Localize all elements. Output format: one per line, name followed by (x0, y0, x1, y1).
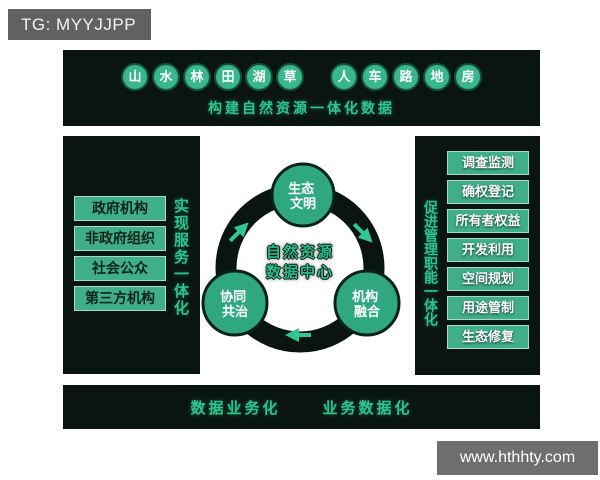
element-circle: 湖 (245, 63, 273, 91)
element-circle: 路 (392, 63, 420, 91)
corner-tag-label: TG: MYYJJPP (8, 9, 151, 40)
element-circle: 人 (330, 63, 358, 91)
bottom-banner-label: 业务数据化 (322, 399, 413, 417)
bottom-banner: 数据业务化 业务数据化 (63, 385, 540, 429)
service-box: 政府机构 (74, 196, 166, 221)
land-elements-group: 山 水 林 田 湖 草 (121, 63, 304, 91)
element-circle: 车 (361, 63, 389, 91)
cycle-diagram: 生态 文明 协同 共治 机构 融合 (201, 162, 401, 353)
top-banner: 山 水 林 田 湖 草 人 车 路 地 房 构建自然资源一体化数据 (63, 50, 540, 126)
management-box: 空间规划 (447, 267, 529, 291)
management-box: 生态修复 (447, 325, 529, 349)
hub-label: 自然资源 数据中心 (235, 243, 365, 283)
management-box: 用途管制 (447, 296, 529, 320)
management-panel: 促进管理职能一体化 调查监测 确权登记 所有者权益 开发利用 空间规划 用途管制… (415, 136, 540, 375)
management-box: 所有者权益 (447, 209, 529, 233)
element-circle: 山 (121, 63, 149, 91)
management-box-list: 调查监测 确权登记 所有者权益 开发利用 空间规划 用途管制 生态修复 (447, 151, 529, 354)
node-circle-left (201, 269, 269, 337)
element-circle: 水 (152, 63, 180, 91)
node-circle-right (333, 269, 401, 337)
service-box: 第三方机构 (74, 286, 166, 311)
service-box: 社会公众 (74, 256, 166, 281)
bottom-banner-label: 数据业务化 (190, 399, 281, 417)
asset-elements-group: 人 车 路 地 房 (330, 63, 482, 91)
element-circle: 地 (423, 63, 451, 91)
hub-label-line2: 数据中心 (265, 264, 334, 281)
service-box-list: 政府机构 非政府组织 社会公众 第三方机构 (74, 196, 166, 316)
service-box: 非政府组织 (74, 226, 166, 251)
element-circle: 草 (276, 63, 304, 91)
node-label-left: 协同 共治 (220, 289, 250, 319)
service-panel: 政府机构 非政府组织 社会公众 第三方机构 实现服务一体化 (63, 136, 200, 374)
element-circles-row: 山 水 林 田 湖 草 人 车 路 地 房 (121, 63, 482, 91)
node-label-top: 生态 文明 (288, 181, 318, 211)
top-banner-caption: 构建自然资源一体化数据 (208, 100, 395, 116)
arrow-up-right-icon (228, 222, 249, 243)
hub-label-line1: 自然资源 (265, 244, 334, 261)
element-circle: 田 (214, 63, 242, 91)
management-box: 调查监测 (447, 151, 529, 175)
arrow-left-icon (285, 328, 311, 342)
management-box: 确权登记 (447, 180, 529, 204)
element-circle: 房 (454, 63, 482, 91)
cycle-arrows (228, 222, 373, 342)
cycle-nodes: 生态 文明 协同 共治 机构 融合 (201, 162, 401, 337)
management-vertical-label: 促进管理职能一体化 (423, 200, 439, 326)
element-circle: 林 (183, 63, 211, 91)
management-box: 开发利用 (447, 238, 529, 262)
service-vertical-label: 实现服务一体化 (172, 198, 189, 317)
node-label-right: 机构 融合 (352, 289, 382, 319)
node-circle-top (270, 162, 336, 228)
arrow-down-right-icon (352, 222, 373, 243)
watermark-url: www.hthhty.com (437, 441, 598, 475)
